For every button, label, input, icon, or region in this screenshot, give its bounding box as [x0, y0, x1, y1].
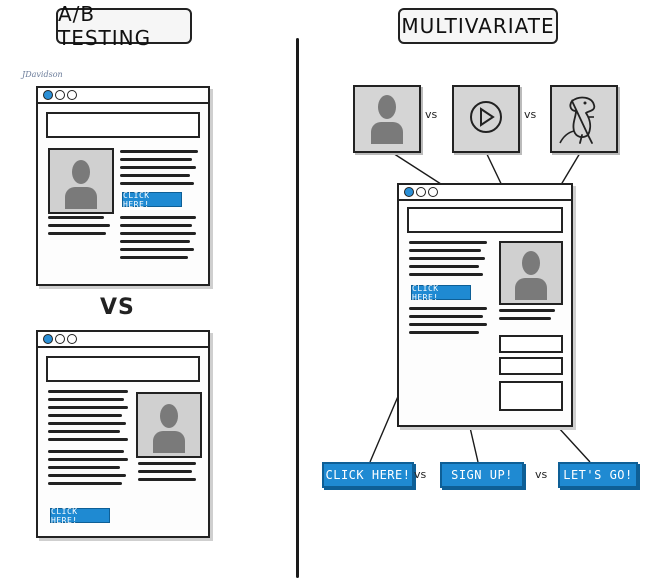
text-line: [48, 466, 120, 469]
cta-button[interactable]: CLICK HERE!: [122, 191, 182, 209]
text-line: [120, 174, 190, 177]
address-bar: [46, 112, 200, 138]
window-dot-icon: [416, 187, 426, 197]
window-dot-icon: [43, 90, 53, 100]
dinosaur-icon: [559, 96, 596, 144]
window-dot-icon: [404, 187, 414, 197]
address-bar: [407, 207, 563, 233]
text-line: [138, 470, 192, 473]
text-line: [120, 182, 194, 185]
text-line: [48, 224, 110, 227]
text-line: [48, 430, 120, 433]
image-placeholder: [136, 392, 202, 458]
form-field[interactable]: [499, 357, 563, 375]
text-line: [48, 438, 128, 441]
browser-bar: [38, 332, 208, 348]
text-line: [48, 414, 122, 417]
text-line: [499, 309, 555, 312]
text-line: [120, 150, 198, 153]
text-line: [48, 406, 128, 409]
browser-bar: [399, 185, 571, 201]
text-line: [120, 224, 192, 227]
text-line: [409, 307, 487, 310]
vs-label: vs: [425, 108, 438, 121]
variant-illustration: [550, 85, 618, 153]
cta-button[interactable]: CLICK HERE!: [411, 284, 471, 302]
person-silhouette-icon: [153, 404, 185, 453]
form-field[interactable]: [499, 335, 563, 353]
text-line: [409, 323, 487, 326]
cta-button[interactable]: CLICK HERE!: [50, 507, 110, 525]
vs-label: vs: [524, 108, 537, 121]
window-dot-icon: [67, 334, 77, 344]
window-dot-icon: [428, 187, 438, 197]
window-dot-icon: [43, 334, 53, 344]
text-line: [48, 232, 106, 235]
text-line: [120, 256, 188, 259]
text-line: [120, 216, 196, 219]
text-line: [48, 450, 124, 453]
text-line: [48, 422, 126, 425]
text-line: [409, 249, 481, 252]
text-line: [138, 462, 196, 465]
text-line: [409, 331, 479, 334]
text-line: [499, 317, 551, 320]
window-dot-icon: [55, 90, 65, 100]
variant-photo: [353, 85, 421, 153]
text-line: [138, 478, 196, 481]
text-line: [409, 315, 483, 318]
text-line: [120, 232, 196, 235]
ab-vs-label: VS: [100, 295, 135, 320]
text-line: [409, 265, 479, 268]
play-button-icon: [470, 101, 502, 133]
multivariate-title: MULTIVARIATE: [398, 8, 558, 44]
vs-label: vs: [414, 468, 427, 481]
text-line: [120, 158, 192, 161]
center-divider: [296, 38, 299, 578]
person-silhouette-icon: [371, 95, 403, 144]
text-line: [409, 241, 487, 244]
window-dot-icon: [67, 90, 77, 100]
text-line: [120, 240, 190, 243]
text-line: [120, 248, 194, 251]
text-line: [409, 273, 483, 276]
cta-option-click-here[interactable]: CLICK HERE!: [322, 462, 414, 488]
text-line: [48, 474, 126, 477]
image-placeholder: [48, 148, 114, 214]
text-line: [48, 458, 128, 461]
person-silhouette-icon: [65, 160, 97, 209]
form-field[interactable]: [499, 381, 563, 411]
window-dot-icon: [55, 334, 65, 344]
cta-option-lets-go[interactable]: LET'S GO!: [558, 462, 638, 488]
browser-bar: [38, 88, 208, 104]
variant-video: [452, 85, 520, 153]
page-variant-b: CLICK HERE!: [36, 330, 210, 538]
address-bar: [46, 356, 200, 382]
text-line: [120, 166, 196, 169]
text-line: [48, 398, 124, 401]
page-variant-a: CLICK HERE!: [36, 86, 210, 286]
text-line: [48, 216, 104, 219]
image-placeholder: [499, 241, 563, 305]
text-line: [48, 482, 122, 485]
artist-signature: JDavidson: [22, 70, 63, 79]
text-line: [48, 390, 128, 393]
multivariate-page: CLICK HERE!: [397, 183, 573, 427]
vs-label: vs: [535, 468, 548, 481]
cta-option-sign-up[interactable]: SIGN UP!: [440, 462, 524, 488]
person-silhouette-icon: [515, 251, 547, 300]
text-line: [409, 257, 485, 260]
